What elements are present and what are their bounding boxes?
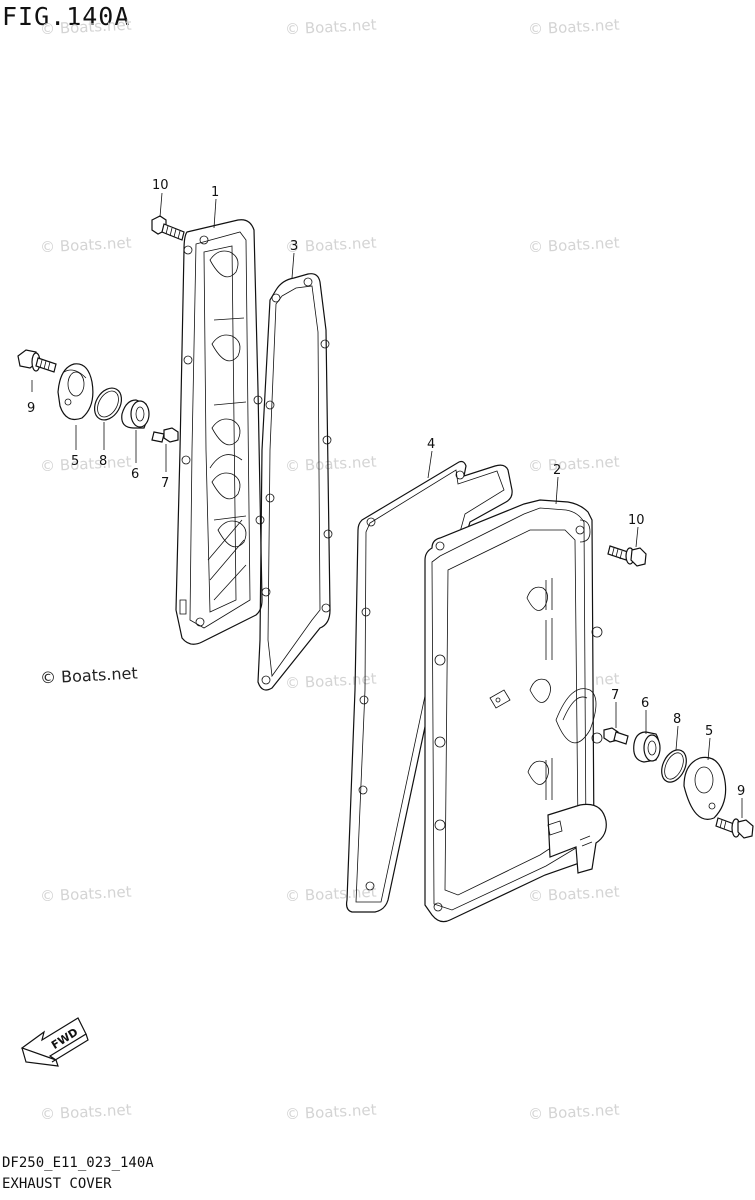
- part-9-flange-bolt-left[interactable]: [17, 349, 57, 373]
- fwd-arrow: FWD: [20, 1017, 89, 1067]
- callout-7-right: 7: [611, 688, 619, 703]
- callout-5-right: 5: [705, 724, 713, 739]
- callout-6-left: 6: [131, 467, 139, 482]
- callout-3: 3: [290, 239, 298, 254]
- part-5-cover-cap-right[interactable]: [683, 756, 727, 820]
- part-10-mounting-bolt-right[interactable]: [607, 545, 647, 567]
- part-1-exhaust-cover-inner[interactable]: [175, 219, 265, 645]
- part-3-gasket-inner[interactable]: [257, 273, 333, 691]
- part-6-spacer-left[interactable]: [121, 399, 150, 429]
- part-9-flange-bolt-right[interactable]: [715, 817, 754, 839]
- callout-9-left: 9: [27, 401, 35, 416]
- callout-10-right: 10: [628, 513, 645, 528]
- part-8-o-ring-left[interactable]: [89, 383, 127, 424]
- part-4-gasket-outer[interactable]: [345, 460, 513, 913]
- figure-name: EXHAUST COVER: [2, 1176, 112, 1192]
- callout-6-right: 6: [641, 696, 649, 711]
- callout-7-left: 7: [161, 476, 169, 491]
- callout-labels: 10 1 3 9 5 8 6 7 4 2 10 7 6 8 5 9: [27, 178, 745, 799]
- figure-title: FIG.140A: [2, 2, 131, 31]
- callout-8-left: 8: [99, 454, 107, 469]
- part-10-mounting-bolt-left[interactable]: [151, 215, 185, 241]
- callout-4: 4: [427, 437, 435, 452]
- part-5-cover-cap-left[interactable]: [57, 363, 94, 421]
- callout-9-right: 9: [737, 784, 745, 799]
- callout-8-right: 8: [673, 712, 681, 727]
- callout-2: 2: [553, 463, 561, 478]
- figure-code: DF250_E11_023_140A: [2, 1155, 154, 1171]
- callout-10-left: 10: [152, 178, 169, 193]
- callout-1: 1: [211, 185, 219, 200]
- leader-lines: [31, 192, 743, 818]
- part-7-small-bolt-left[interactable]: [151, 427, 179, 443]
- callout-5-left: 5: [71, 454, 79, 469]
- part-8-o-ring-right[interactable]: [657, 746, 691, 786]
- part-7-small-bolt-right[interactable]: [603, 727, 629, 745]
- part-2-exhaust-cover-outer[interactable]: [424, 499, 607, 923]
- part-6-spacer-right[interactable]: [633, 731, 661, 763]
